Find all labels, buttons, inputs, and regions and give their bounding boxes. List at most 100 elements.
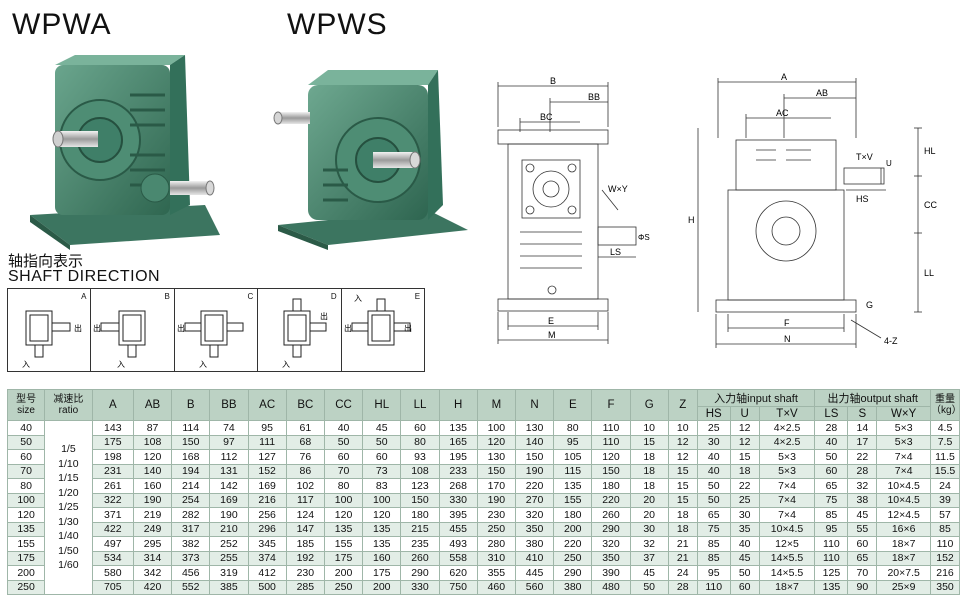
table-cell: 21 — [667, 550, 698, 566]
model-size-cell: 135 — [6, 521, 46, 537]
table-cell: 12×5 — [758, 536, 816, 552]
header-output-shaft: 出力轴output shaft — [814, 389, 932, 407]
table-cell: 85 — [930, 521, 960, 537]
model-size-cell: 40 — [6, 420, 46, 436]
table-cell: 21 — [667, 536, 698, 552]
table-cell: 175 — [323, 550, 364, 566]
table-cell: 12 — [729, 420, 760, 436]
table-cell: 24 — [930, 478, 960, 494]
header-col: BB — [209, 389, 249, 421]
table-cell: 40 — [729, 536, 760, 552]
table-cell: 165 — [438, 434, 478, 450]
dim-ab: AB — [816, 88, 828, 98]
model-size-cell: 50 — [6, 434, 46, 450]
table-cell: 14×5.5 — [758, 565, 816, 581]
table-cell: 5×3 — [876, 434, 932, 450]
table-cell: 135 — [814, 579, 849, 595]
table-cell: 455 — [438, 521, 478, 537]
in-label: 入 — [199, 360, 207, 369]
header-weight-cn: 重量 — [935, 394, 955, 405]
out-label: 出 — [177, 323, 185, 333]
table-cell: 322 — [91, 492, 134, 508]
table-cell: 18 — [629, 478, 669, 494]
table-cell: 135 — [438, 420, 478, 436]
table-cell: 220 — [553, 536, 593, 552]
table-cell: 282 — [171, 507, 211, 523]
table-cell: 57 — [930, 507, 960, 523]
table-cell: 39 — [930, 492, 960, 508]
table-cell: 160 — [132, 478, 173, 494]
table-cell: 412 — [247, 565, 287, 581]
table-cell: 65 — [814, 478, 849, 494]
table-cell: 190 — [132, 492, 173, 508]
table-cell: 60 — [400, 420, 440, 436]
shaft-direction-b: B 出 入 — [91, 289, 175, 371]
table-cell: 40 — [323, 420, 364, 436]
table-cell: 290 — [400, 565, 440, 581]
model-size-cell: 120 — [6, 507, 46, 523]
table-cell: 18 — [629, 463, 669, 479]
table-cell: 150 — [171, 434, 211, 450]
table-cell: 380 — [553, 579, 593, 595]
table-cell: 20 — [629, 492, 669, 508]
table-cell: 110 — [591, 434, 631, 450]
table-cell: 215 — [400, 521, 440, 537]
table-cell: 45 — [629, 565, 669, 581]
table-cell: 102 — [285, 478, 325, 494]
table-cell: 230 — [476, 507, 516, 523]
table-cell: 125 — [814, 565, 849, 581]
table-cell: 105 — [553, 449, 593, 465]
table-cell: 190 — [476, 492, 516, 508]
table-cell: 22 — [729, 478, 760, 494]
table-cell: 10 — [629, 420, 669, 436]
table-cell: 10×4.5 — [876, 478, 932, 494]
table-cell: 250 — [323, 579, 364, 595]
model-size-cell: 70 — [6, 463, 46, 479]
table-cell: 169 — [247, 478, 287, 494]
header-model-cn: 型号 — [16, 394, 37, 405]
table-cell: 552 — [171, 579, 211, 595]
ratio-value: 1/20 — [58, 486, 79, 499]
table-cell: 73 — [362, 463, 402, 479]
table-cell: 155 — [553, 492, 593, 508]
header-col: E — [553, 389, 593, 421]
table-cell: 28 — [667, 579, 698, 595]
dim-cc: CC — [924, 200, 937, 210]
table-cell: 70 — [847, 565, 878, 581]
wpwa-gearbox-photo — [30, 55, 230, 250]
table-cell: 11.5 — [930, 449, 960, 465]
shaft-direction-panel: A 出 入 B 出 入 C 出 入 — [7, 288, 425, 372]
table-cell: 374 — [247, 550, 287, 566]
table-cell: 60 — [847, 536, 878, 552]
table-cell: 45 — [362, 420, 402, 436]
table-cell: 320 — [591, 536, 631, 552]
table-cell: 123 — [400, 478, 440, 494]
table-cell: 5×3 — [758, 463, 816, 479]
table-cell: 12 — [729, 434, 760, 450]
table-cell: 16×6 — [876, 521, 932, 537]
header-output-col: LS — [814, 406, 849, 421]
table-cell: 40 — [696, 449, 731, 465]
table-cell: 12 — [667, 449, 698, 465]
table-cell: 15 — [629, 434, 669, 450]
table-cell: 190 — [209, 507, 249, 523]
table-cell: 534 — [91, 550, 134, 566]
table-cell: 108 — [400, 463, 440, 479]
table-cell: 127 — [247, 449, 287, 465]
table-cell: 295 — [132, 536, 173, 552]
header-col: BC — [285, 389, 325, 421]
table-cell: 231 — [91, 463, 134, 479]
table-cell: 192 — [285, 550, 325, 566]
table-cell: 250 — [553, 550, 593, 566]
table-cell: 20×7.5 — [876, 565, 932, 581]
table-cell: 120 — [591, 449, 631, 465]
table-cell: 152 — [247, 463, 287, 479]
table-cell: 4.5 — [930, 420, 960, 436]
table-cell: 120 — [476, 434, 516, 450]
table-cell: 175 — [362, 565, 402, 581]
